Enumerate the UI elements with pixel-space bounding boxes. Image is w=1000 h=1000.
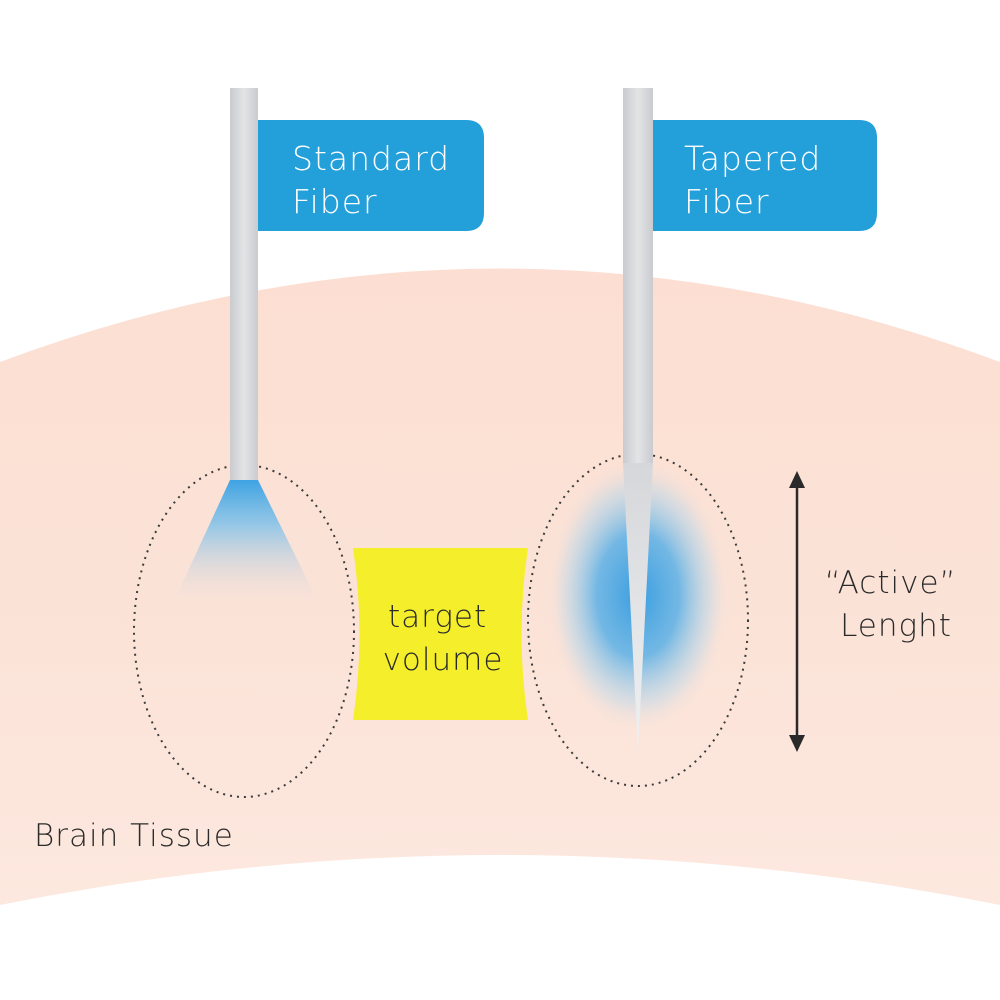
tapered-fiber <box>623 88 653 463</box>
tapered-illumination-outline <box>527 453 749 787</box>
standard-fiber-light-cone <box>170 480 322 610</box>
tapered-fiber-tip <box>623 463 653 752</box>
standard-illumination-outline <box>133 464 355 798</box>
active-length-arrow <box>789 471 805 752</box>
tapered-fiber-label-box <box>653 120 877 231</box>
target-volume-box <box>353 548 528 720</box>
standard-fiber-label-box <box>258 120 484 231</box>
tapered-fiber-label: Tapered Fiber <box>684 139 833 221</box>
target-volume-label: target volume <box>383 599 504 678</box>
brain-tissue-label: Brain Tissue <box>34 818 234 854</box>
standard-fiber-label: Standard Fiber <box>292 139 462 221</box>
standard-fiber <box>230 88 258 480</box>
active-length-label: “Active” Lenght <box>825 565 968 644</box>
